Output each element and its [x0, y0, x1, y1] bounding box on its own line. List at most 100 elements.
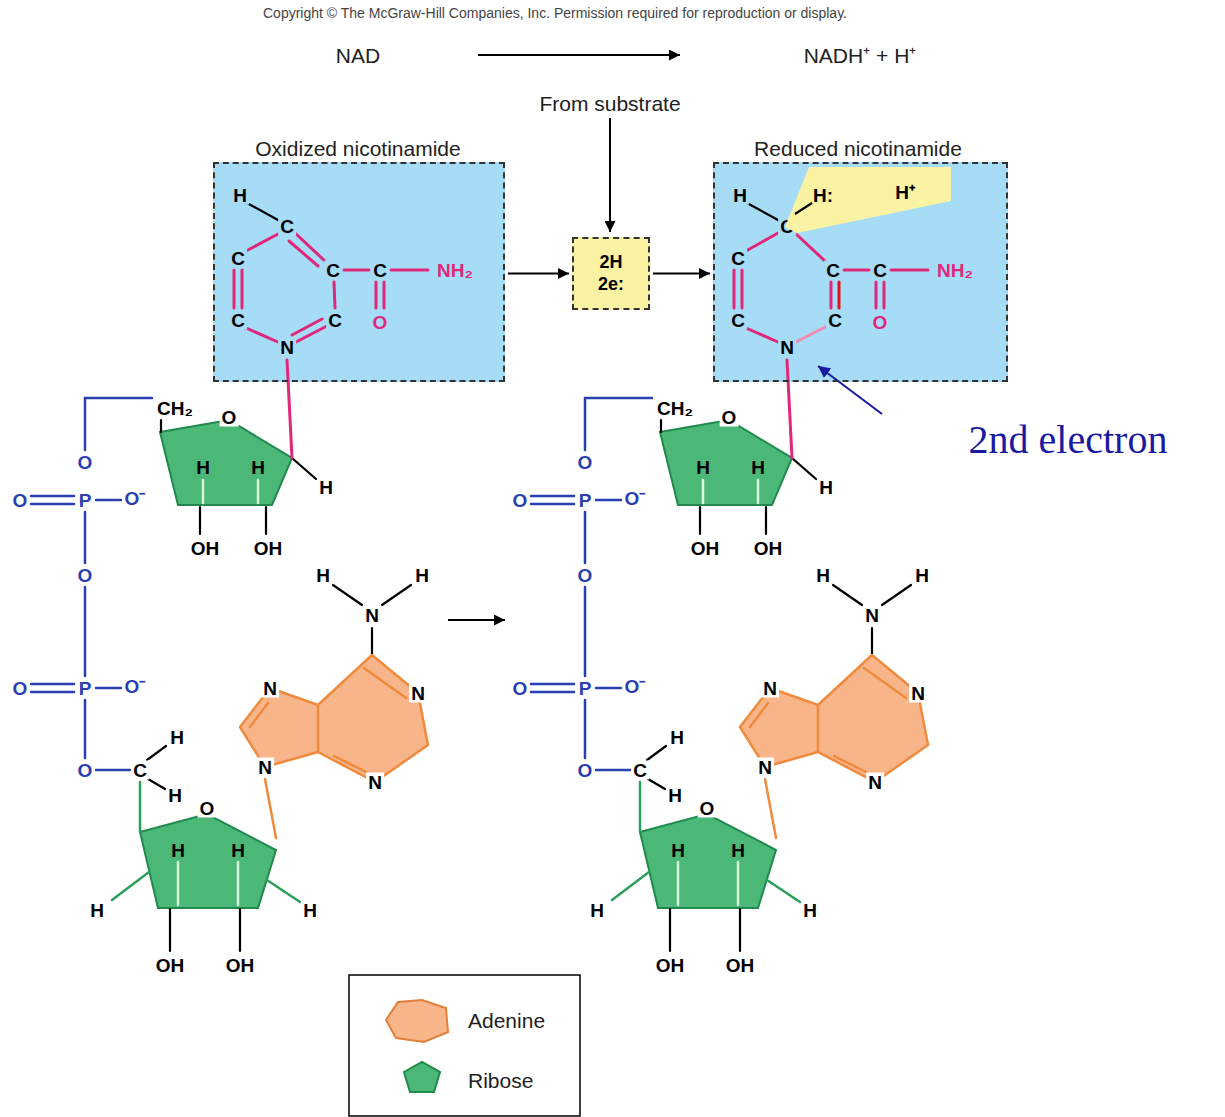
atom-symbol: C	[229, 311, 247, 330]
atom-symbol: N	[866, 773, 884, 792]
atom-symbol: CH₂	[155, 399, 195, 418]
drawing-part	[734, 233, 928, 342]
atom-symbol: H:	[813, 186, 833, 205]
phosphate-atom: O	[576, 761, 595, 780]
atom-symbol: OH	[189, 539, 222, 558]
phosphate-atom: O	[576, 453, 595, 472]
atom-symbol: NH₂	[435, 261, 475, 280]
phosphate-atom: O	[11, 679, 30, 698]
atom-symbol: C	[729, 249, 747, 268]
atom-symbol: H	[588, 901, 606, 920]
phosphate-atom: O⁻	[123, 677, 148, 696]
atom-symbol: C	[824, 261, 842, 280]
phosphate-atom: O	[511, 679, 530, 698]
nicotinamide-box: Reduced nicotinamideHCCCCNH₂CCONH:H⁺	[713, 162, 1008, 382]
atom-symbol: H	[814, 566, 832, 585]
phosphate-atom: O⁻	[623, 489, 648, 508]
drawing-part	[140, 814, 276, 908]
legend-text: Ribose	[468, 1070, 533, 1091]
electron-pointer	[818, 366, 882, 414]
atom-symbol: C	[729, 311, 747, 330]
callout-note: 2nd electron	[969, 420, 1168, 460]
nucleotide	[31, 360, 428, 951]
phosphate-atom: O	[76, 761, 95, 780]
box-heading: Oxidized nicotinamide	[255, 138, 460, 159]
atom-symbol: O	[871, 313, 890, 332]
legend-text: Adenine	[468, 1010, 545, 1031]
phosphate-atom: O	[11, 491, 30, 510]
highlight-fill	[785, 167, 951, 233]
drawing-part	[247, 203, 278, 220]
atom-symbol: O	[371, 313, 390, 332]
atom-symbol: O	[198, 799, 217, 818]
transfer-text: 2H	[599, 252, 622, 274]
atom-symbol: O	[220, 408, 239, 427]
atom-symbol: OH	[252, 539, 285, 558]
atom-symbol: OH	[224, 956, 257, 975]
nicotinamide-box: Oxidized nicotinamideHCCCCNH₂CCON	[213, 162, 505, 382]
reaction-arrow	[478, 54, 680, 56]
legend-swatch-shape	[404, 1062, 440, 1092]
drawing-part	[31, 398, 152, 770]
atom-symbol: O	[698, 799, 717, 818]
atom-symbol: C	[631, 761, 649, 780]
reaction-text: NADH⁺ + H⁺	[804, 45, 917, 66]
atom-symbol: H	[731, 186, 749, 205]
atom-symbol: H	[666, 786, 684, 805]
atom-symbol: H	[88, 901, 106, 920]
atom-symbol: C	[871, 261, 889, 280]
atom-symbol: H	[168, 728, 186, 747]
atom-symbol: H	[317, 478, 335, 497]
atom-symbol: H	[913, 566, 931, 585]
atom-symbol: C	[131, 761, 149, 780]
atom-symbol: N	[256, 758, 274, 777]
molecule-arrow	[448, 619, 505, 621]
atom-symbol: C	[778, 217, 796, 236]
atom-symbol: C	[826, 311, 844, 330]
drawing-part	[112, 782, 300, 902]
atom-symbol: H	[166, 786, 184, 805]
hydride-highlight: H: H⁺	[783, 165, 953, 235]
phosphate-atom: O⁻	[623, 677, 648, 696]
atom-symbol: N	[261, 679, 279, 698]
oxidized-ring	[234, 203, 428, 342]
phosphate-atom: O	[76, 566, 95, 585]
legend-swatch	[384, 998, 452, 1046]
drawing-part	[203, 480, 258, 503]
atom-symbol: N	[778, 338, 796, 357]
atom-symbol: O	[720, 408, 739, 427]
highlight-shape	[783, 165, 953, 235]
atom-symbol: C	[371, 261, 389, 280]
atom-symbol: N	[761, 679, 779, 698]
flow-arrow	[508, 273, 569, 275]
drawing-part	[838, 282, 841, 308]
phosphate-atom: O	[76, 453, 95, 472]
atom-symbol: N	[278, 338, 296, 357]
atom-symbol: H⁺	[895, 183, 915, 202]
atom-symbol: N	[409, 684, 427, 703]
bond-line	[795, 203, 812, 214]
atom-symbol: H	[301, 901, 319, 920]
phosphate-atom: O	[576, 566, 595, 585]
atom-symbol: OH	[724, 956, 757, 975]
atom-symbol: C	[278, 217, 296, 236]
atom-symbol: N	[863, 606, 881, 625]
atom-symbol: OH	[689, 539, 722, 558]
atom-symbol: H	[171, 841, 185, 860]
reduced-ring	[734, 203, 928, 342]
transfer-text: 2e:	[598, 274, 624, 296]
atom-symbol: N	[756, 758, 774, 777]
phosphate-atom: P	[77, 491, 94, 510]
atom-symbol: H	[731, 841, 745, 860]
phosphate-atom: P	[577, 491, 594, 510]
drawing-part	[287, 360, 292, 458]
drawing-part	[160, 420, 292, 505]
drawing-part	[796, 326, 827, 342]
nucleotide-copy	[531, 360, 928, 951]
atom-symbol: C	[326, 311, 344, 330]
atom-symbol: H	[668, 728, 686, 747]
drawing-part	[250, 668, 406, 838]
